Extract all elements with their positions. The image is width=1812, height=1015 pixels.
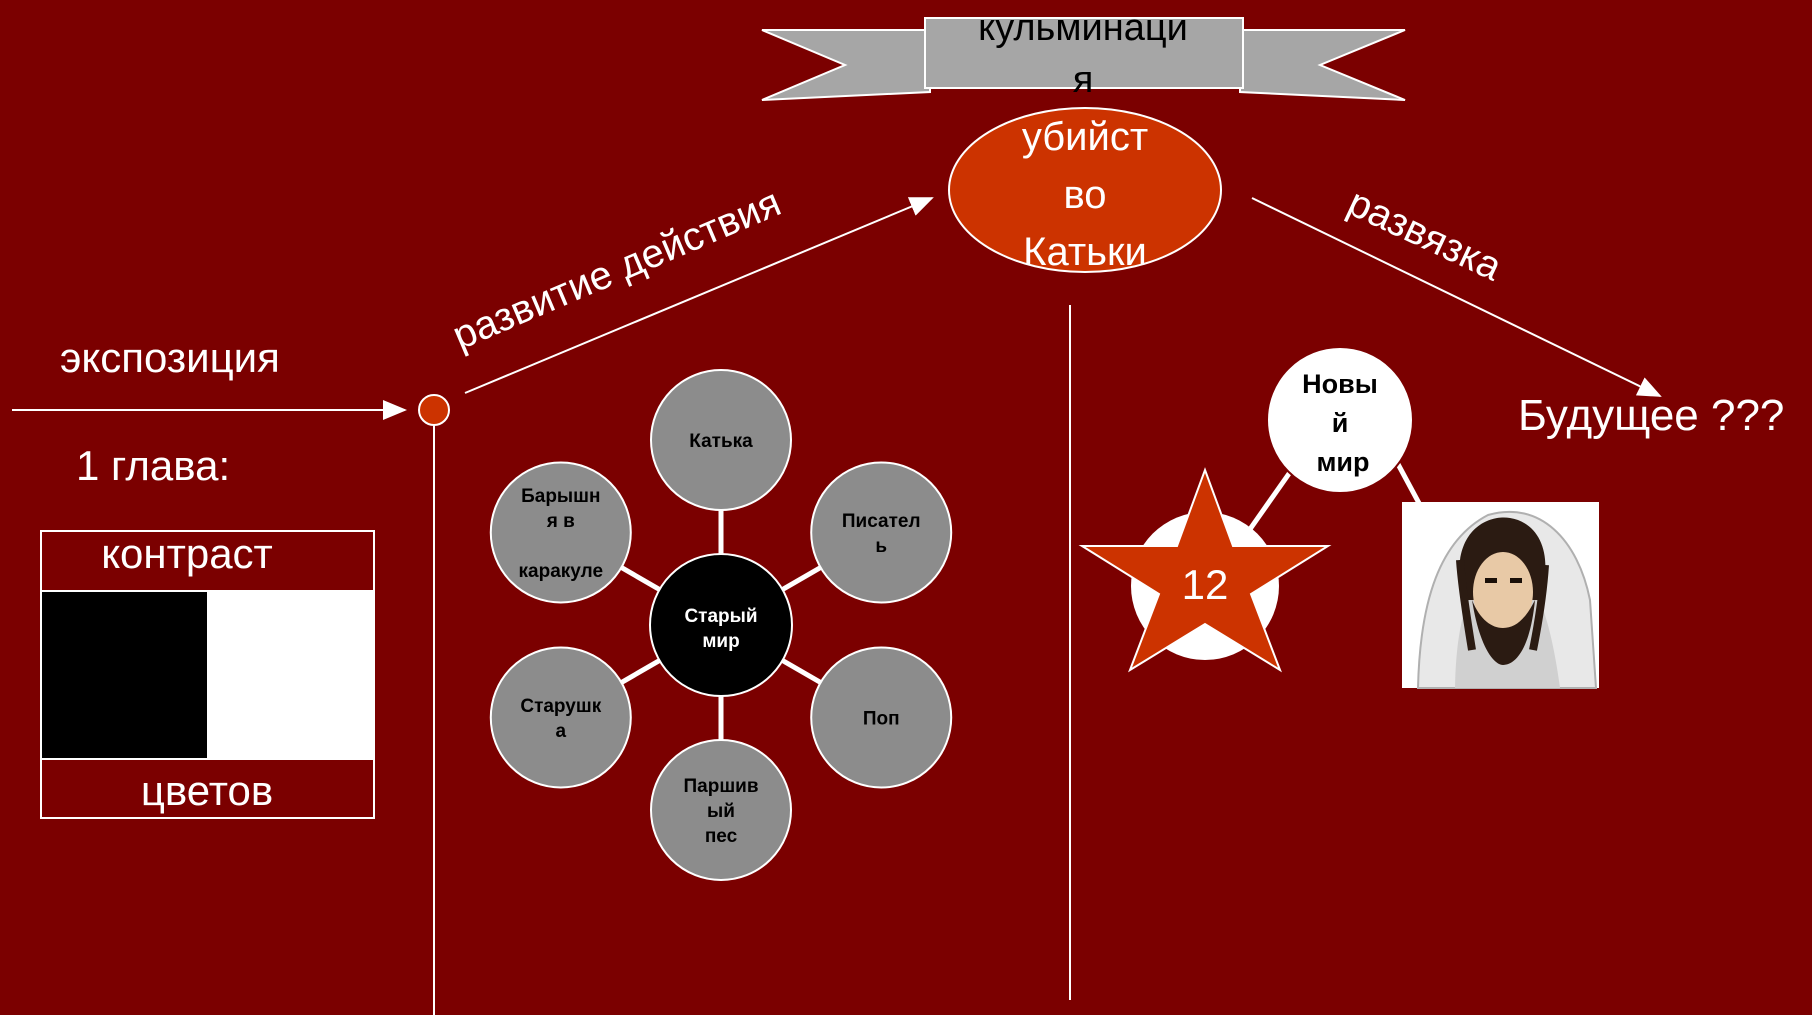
banner-text-line1: кульминаци (978, 7, 1188, 49)
old-world-satellite-label: ый (707, 801, 735, 822)
twelve-label: 12 (1182, 561, 1229, 608)
old-world-satellite-label: а (555, 721, 566, 742)
old-world-satellite: Барышн я в каракуле (489, 461, 632, 604)
denouement-label: развязка (1341, 180, 1509, 289)
old-world-satellite: Писател ь (810, 461, 953, 604)
old-world-satellite-circle (650, 739, 792, 881)
exposition-label: экспозиция (60, 334, 280, 381)
old-world-satellite-circle (650, 369, 792, 511)
climax-line2: во (1063, 173, 1106, 217)
new-world-line2: й (1332, 408, 1349, 438)
future-label: Будущее ??? (1518, 391, 1784, 440)
white-swatch (207, 592, 373, 758)
old-world-satellite-label: Катька (689, 431, 753, 452)
old-world-satellite-circle (810, 461, 953, 604)
old-world-center-line2: мир (702, 631, 739, 652)
old-world-satellite-circle (489, 461, 632, 604)
denouement-arrow (1251, 197, 1662, 397)
banner-left-ribbon (761, 29, 931, 101)
contrast-box-frame (40, 530, 375, 819)
old-world-satellite-label: Поп (863, 709, 900, 730)
contrast-box: контраст цветов (40, 530, 375, 819)
old-world-satellite-circle (810, 646, 953, 789)
old-world-satellite-label: Старушк (520, 696, 601, 717)
climax-line1: убийст (1022, 115, 1148, 159)
contrast-bottom-text: цветов (141, 767, 273, 814)
contrast-top-text: контраст (101, 530, 273, 577)
new-world-center (1266, 346, 1414, 494)
climax-line3: Катьки (1023, 230, 1147, 274)
red-star-icon (1078, 467, 1332, 673)
old-world-satellite: Паршив ый пес (650, 739, 792, 881)
old-world-center-line1: Старый (684, 606, 757, 627)
old-world-satellite-label: я в (546, 511, 575, 532)
old-world-satellite-label: Барышн (521, 486, 600, 507)
black-swatch (42, 592, 207, 758)
new-world-cluster: 12 Новы й мир (1078, 346, 1599, 689)
rising-action-label: развитие действия (446, 180, 787, 358)
banner-center-panel (924, 17, 1244, 89)
rising-action-arrow (464, 197, 934, 394)
old-world-satellite-circle (489, 646, 632, 789)
chapter-label: 1 глава: (76, 442, 230, 489)
old-world-satellite: Старушк а (489, 646, 632, 789)
old-world-satellite-label: каракуле (519, 561, 603, 582)
climax-banner: кульминаци я (761, 7, 1406, 101)
new-world-line3: мир (1316, 447, 1369, 477)
new-world-line1: Новы (1302, 369, 1378, 399)
old-world-center (649, 553, 793, 697)
old-world-satellite: Катька (650, 369, 792, 511)
climax-node: убийст во Катьки (948, 107, 1222, 274)
jesus-portrait-icon (1402, 502, 1599, 689)
banner-text-line2: я (1073, 59, 1094, 101)
climax-ellipse (948, 107, 1222, 273)
old-world-satellite-label: пес (705, 826, 738, 847)
start-point-marker (418, 394, 450, 426)
banner-right-ribbon (1239, 29, 1406, 101)
old-world-satellite-label: Писател (842, 511, 921, 532)
old-world-satellite: Поп (810, 646, 953, 789)
old-world-satellite-label: Паршив (683, 776, 758, 797)
old-world-satellite-label: ь (875, 536, 887, 557)
